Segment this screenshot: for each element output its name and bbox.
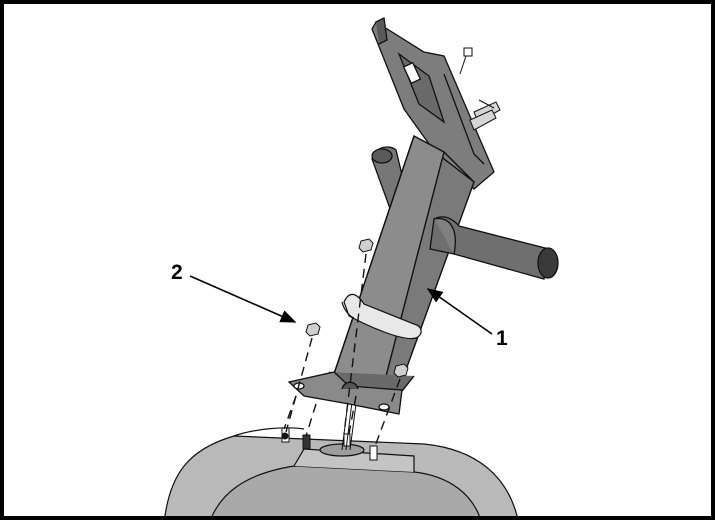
plate-bolts: [459, 47, 501, 131]
upright-tube: [328, 134, 475, 392]
console-mount-plate: [371, 17, 495, 190]
tie-wrap: [341, 293, 422, 340]
leader-arrow-1: [426, 288, 493, 335]
assembly-dashed-lines: [283, 253, 401, 450]
base-housing: [164, 427, 518, 516]
callout-label-2: 2: [171, 261, 183, 284]
hex-nuts: [305, 238, 409, 378]
callout-label-1: 1: [496, 327, 508, 350]
leader-arrow-2: [189, 275, 297, 323]
assembly-illustration: [164, 17, 559, 516]
tube-flange: [287, 371, 403, 415]
right-handlebar: [429, 216, 559, 280]
